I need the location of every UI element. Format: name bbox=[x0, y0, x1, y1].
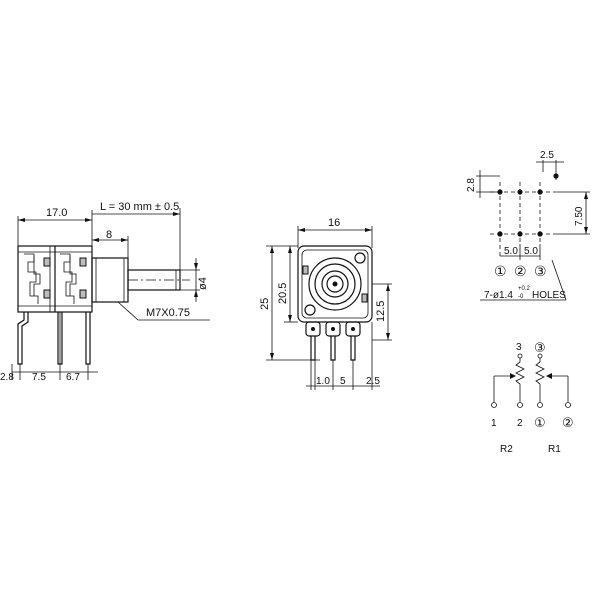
schematic-bottom-label-2: 2 bbox=[517, 418, 523, 429]
label-pcb-row-pitch: 2.8 bbox=[466, 178, 477, 192]
schematic-r2-top-label: 3 bbox=[516, 342, 522, 353]
resistor-r1 bbox=[535, 353, 571, 408]
resistor-r2 bbox=[491, 353, 525, 408]
label-pin-offset: 2.8 bbox=[0, 372, 14, 383]
holes-note-tol-upper: +0.2 bbox=[518, 286, 531, 292]
label-shaft-length: L = 30 mm ± 0.5 bbox=[100, 201, 179, 213]
pcb-pin-labels: ① ② ③ bbox=[494, 263, 547, 279]
schematic-bottom-label-3: ① bbox=[534, 415, 546, 430]
label-hole-pitch-b: 5.0 bbox=[524, 246, 538, 257]
pot-body-front bbox=[297, 245, 373, 323]
label-pin-left: 1.0 bbox=[316, 376, 330, 387]
pcb-layout: 2.5 2.8 7.50 bbox=[466, 150, 590, 301]
label-front-width: 16 bbox=[328, 217, 340, 229]
dim-pcb-offset-top: 2.5 bbox=[536, 150, 564, 180]
dim-pin-pitch-side: 2.8 7.5 6.7 bbox=[0, 364, 98, 383]
pcb-pin-label-3: ③ bbox=[534, 263, 547, 279]
holes-note: 7-ø1.4 +0.2 -0 HOLES bbox=[480, 259, 567, 301]
dim-shaft-length: L = 30 mm ± 0.5 bbox=[91, 201, 181, 272]
pcb-holes bbox=[497, 173, 559, 237]
label-front-height-body: 20.5 bbox=[277, 283, 289, 304]
dim-pcb-hole-pitch: 5.0 5.0 bbox=[500, 244, 541, 260]
label-pcb-offset-top: 2.5 bbox=[540, 150, 554, 161]
dim-body-width: 17.0 bbox=[17, 207, 93, 248]
label-body-width: 17.0 bbox=[46, 207, 67, 219]
terminals-side bbox=[17, 312, 91, 365]
shaft-side bbox=[127, 269, 190, 291]
dim-front-center-height: 12.5 bbox=[372, 283, 392, 341]
schematic-r1-label: R1 bbox=[548, 444, 561, 455]
schematic: 3 ③ 1 2 ① ② bbox=[491, 340, 574, 455]
label-thread: M7X0.75 bbox=[146, 307, 190, 319]
dim-bushing-length: 8 bbox=[92, 229, 129, 262]
dim-front-width: 16 bbox=[297, 217, 373, 248]
label-pin-right: 2.5 bbox=[366, 376, 380, 387]
pins-front bbox=[305, 321, 361, 361]
dim-pcb-height: 7.50 bbox=[556, 191, 590, 235]
holes-note-tol-lower: -0 bbox=[518, 294, 524, 300]
schematic-r2-label: R2 bbox=[500, 444, 513, 455]
dim-pcb-row-pitch: 2.8 bbox=[466, 170, 500, 198]
holes-note-suffix: HOLES bbox=[532, 290, 566, 301]
label-pin-pitch: 5 bbox=[340, 376, 346, 387]
schematic-bottom-label-4: ② bbox=[562, 415, 574, 430]
label-front-center-height: 12.5 bbox=[375, 301, 387, 322]
dim-front-pins: 1.0 5 2.5 bbox=[306, 322, 380, 390]
side-view: 17.0 L = 30 mm ± 0.5 8 bbox=[0, 201, 210, 383]
pot-body-side bbox=[17, 245, 93, 313]
pcb-pin-label-1: ① bbox=[494, 263, 507, 279]
label-shaft-diameter: ø4 bbox=[197, 277, 209, 290]
bushing-side bbox=[91, 257, 129, 303]
label-pcb-height: 7.50 bbox=[574, 206, 585, 226]
label-bushing-length: 8 bbox=[106, 229, 112, 241]
label-hole-pitch-a: 5.0 bbox=[504, 246, 518, 257]
label-pin-pitch-a: 7.5 bbox=[32, 372, 46, 383]
dim-shaft-diameter: ø4 bbox=[180, 258, 209, 302]
dim-front-height-body: 20.5 bbox=[277, 246, 298, 323]
schematic-bottom-label-1: 1 bbox=[491, 418, 497, 429]
label-pin-pitch-b: 6.7 bbox=[66, 372, 80, 383]
thread-callout: M7X0.75 bbox=[117, 301, 210, 321]
schematic-r1-top-label: ③ bbox=[534, 340, 546, 355]
front-view: 16 25 20.5 12.5 bbox=[259, 217, 392, 390]
holes-note-prefix: 7-ø1.4 bbox=[484, 290, 513, 301]
pcb-pin-label-2: ② bbox=[514, 263, 527, 279]
label-front-height-total: 25 bbox=[259, 298, 271, 310]
